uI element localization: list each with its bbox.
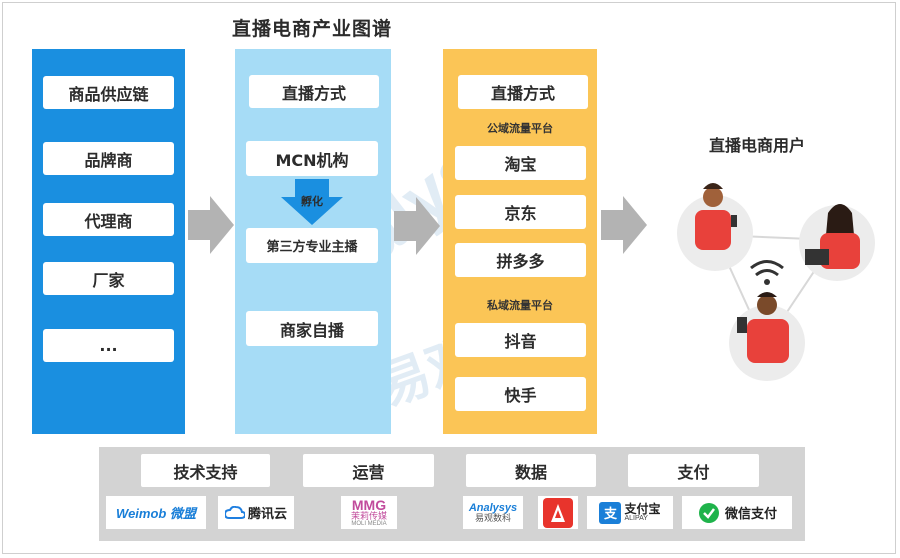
red-a-icon (543, 497, 573, 528)
analysys-logo: Analysys 易观数科 (463, 496, 523, 529)
factory-box: 厂家 (43, 262, 174, 295)
user-avatar-male-2 (737, 292, 789, 363)
mcn-box: MCN机构 (246, 141, 378, 176)
third-party-anchor-box: 第三方专业主播 (246, 228, 378, 263)
incubate-arrow (281, 179, 343, 225)
user-avatar-female (805, 204, 860, 269)
merchant-self-live-box: 商家自播 (246, 311, 378, 346)
douyin-box: 抖音 (455, 323, 586, 357)
tab-tech-support: 技术支持 (141, 454, 270, 487)
tencent-cloud-logo: 腾讯云 (218, 496, 294, 529)
incubate-label: 孵化 (301, 195, 323, 208)
live-mode-header: 直播方式 (249, 75, 379, 108)
alipay-logo: 支 支付宝 ALIPAY (587, 496, 673, 529)
more-box: ... (43, 329, 174, 362)
tab-operations: 运营 (303, 454, 434, 487)
svg-text:支: 支 (603, 506, 618, 521)
wifi-icon (750, 260, 784, 285)
users-title: 直播电商用户 (709, 136, 806, 155)
platform-column (443, 49, 597, 434)
supply-chain-column (32, 49, 185, 434)
moli-media-logo: MMG 茉莉传媒 MOLI MEDIA (341, 496, 397, 529)
flow-arrow-1 (188, 196, 234, 254)
tab-payment: 支付 (628, 454, 759, 487)
private-traffic-label: 私域流量平台 (487, 299, 553, 312)
agent-box: 代理商 (43, 203, 174, 236)
red-brand-logo (538, 496, 578, 529)
flow-arrow-2 (394, 197, 440, 255)
flow-arrow-3 (601, 196, 647, 254)
wechat-pay-logo: 微信支付 (682, 496, 792, 529)
alipay-icon: 支 (599, 501, 622, 524)
users-illustration (677, 183, 875, 381)
diagram-title: 直播电商产业图谱 (232, 18, 393, 40)
jd-box: 京东 (455, 195, 586, 229)
kuaishou-box: 快手 (455, 377, 586, 411)
public-traffic-label: 公域流量平台 (487, 122, 553, 135)
pinduoduo-box: 拼多多 (455, 243, 586, 277)
tencent-cloud-icon (224, 505, 245, 519)
supply-chain-box: 商品供应链 (43, 76, 174, 109)
weimob-logo: Weimob 微盟 (106, 496, 206, 529)
user-avatar-male-1 (695, 183, 737, 250)
wechat-pay-icon (698, 502, 719, 523)
platform-header: 直播方式 (458, 75, 588, 109)
taobao-box: 淘宝 (455, 146, 586, 180)
brand-box: 品牌商 (43, 142, 174, 175)
tab-data: 数据 (466, 454, 596, 487)
